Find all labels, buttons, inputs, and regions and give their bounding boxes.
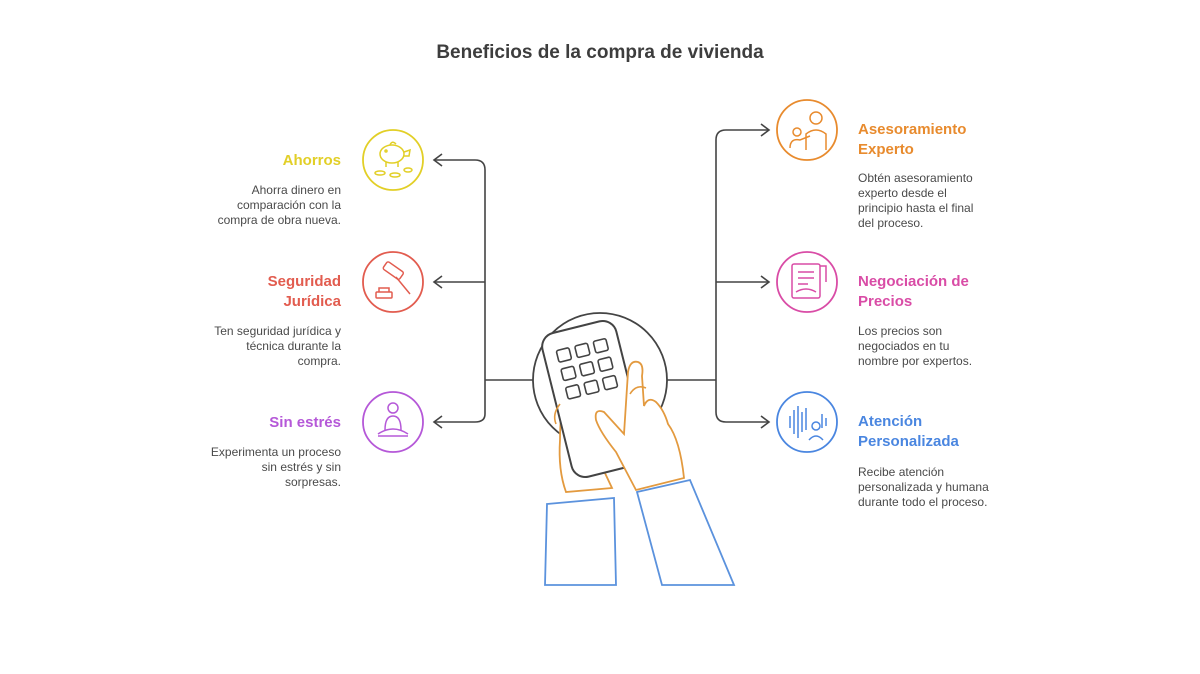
asesoramiento-desc-line: Obtén asesoramiento	[858, 171, 973, 185]
atencion-title-line: Personalizada	[858, 433, 959, 450]
sleeves-icon	[544, 478, 736, 586]
atencion-title: Atención Personalizada	[858, 412, 1038, 452]
seguridad-title: Seguridad Jurídica	[180, 272, 341, 312]
seguridad-title-line: Jurídica	[283, 293, 341, 310]
contract-handshake-icon	[791, 263, 827, 299]
diagram-title: Beneficios de la compra de vivienda	[436, 42, 764, 63]
gavel-icon	[375, 261, 411, 299]
negociacion-node	[776, 251, 838, 313]
atencion-title-line: Atención	[858, 413, 923, 430]
seguridad-desc-line: técnica durante la	[246, 339, 341, 353]
asesoramiento-desc-line: experto desde el	[858, 186, 947, 200]
right-hand-icon	[594, 360, 685, 492]
atencion-desc-line: durante todo el proceso.	[858, 495, 988, 509]
sin-estres-node	[362, 391, 424, 453]
meditation-icon	[377, 402, 409, 437]
seguridad-desc-line: Ten seguridad jurídica y	[214, 324, 341, 338]
asesoramiento-title: Asesoramiento Experto	[858, 120, 1038, 160]
connector-ahorros	[434, 159, 486, 171]
sin-estres-desc-line: Experimenta un proceso	[210, 445, 341, 459]
asesoramiento-desc-line: principio hasta el final	[858, 201, 974, 215]
seguridad-title-line: Seguridad	[267, 273, 341, 290]
atencion-node	[776, 391, 838, 453]
asesoramiento-desc-line: del proceso.	[858, 216, 924, 230]
atencion-desc-line: personalizada y humana	[858, 480, 989, 494]
negociacion-desc-line: nombre por expertos.	[858, 354, 973, 368]
negociacion-description: Los precios son negociados en tu nombre …	[858, 324, 1038, 369]
advisor-icon	[789, 111, 827, 150]
atencion-description: Recibe atención personalizada y humana d…	[858, 465, 1038, 510]
asesoramiento-node	[776, 99, 838, 161]
connector-left-trunk	[484, 170, 533, 414]
ahorros-desc-line: Ahorra dinero en	[251, 183, 341, 197]
negociacion-desc-line: Los precios son	[858, 324, 943, 338]
ahorros-description: Ahorra dinero en comparación con la comp…	[160, 183, 341, 228]
connector-atencion	[715, 411, 768, 423]
piggy-bank-icon	[374, 141, 413, 178]
seguridad-node	[362, 251, 424, 313]
ahorros-title: Ahorros	[282, 152, 341, 169]
ahorros-desc-line: compra de obra nueva.	[217, 213, 341, 227]
sin-estres-description: Experimenta un proceso sin estrés y sin …	[160, 445, 341, 490]
negociacion-title-line: Negociación de	[858, 273, 969, 290]
ahorros-desc-line: comparación con la	[236, 198, 341, 212]
connector-right-trunk	[667, 140, 717, 412]
seguridad-desc-line: compra.	[297, 354, 341, 368]
connector-sin-estres	[434, 413, 486, 423]
seguridad-description: Ten seguridad jurídica y técnica durante…	[160, 324, 341, 369]
ahorros-node	[362, 129, 424, 191]
atencion-desc-line: Recibe atención	[858, 465, 945, 479]
hands-phone-illustration	[532, 312, 736, 586]
negociacion-title-line: Precios	[858, 293, 913, 310]
negociacion-title: Negociación de Precios	[858, 272, 1038, 312]
sin-estres-desc-line: sorpresas.	[284, 475, 341, 489]
sin-estres-desc-line: sin estrés y sin	[261, 460, 341, 474]
asesoramiento-title-line: Asesoramiento	[858, 121, 967, 138]
asesoramiento-description: Obtén asesoramiento experto desde el pri…	[858, 171, 1038, 231]
sin-estres-title: Sin estrés	[269, 414, 341, 431]
connectors	[434, 129, 768, 423]
negociacion-desc-line: negociados en tu	[858, 339, 950, 353]
arrowheads	[432, 123, 771, 429]
asesoramiento-title-line: Experto	[858, 141, 914, 158]
connector-asesoramiento	[715, 129, 768, 141]
voice-support-icon	[789, 406, 827, 441]
